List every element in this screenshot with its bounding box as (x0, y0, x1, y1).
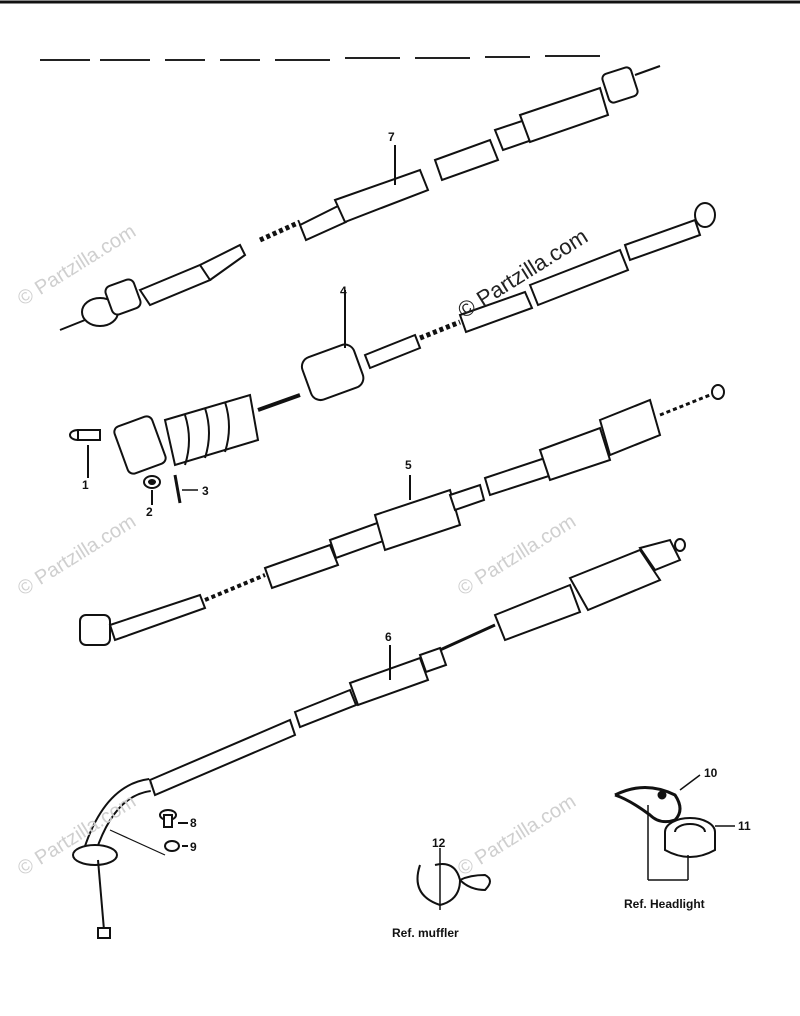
ref-headlight: Ref. Headlight (624, 897, 705, 911)
callout-7: 7 (388, 130, 395, 144)
callout-11: 11 (738, 819, 751, 833)
part-1-pin (69, 429, 101, 478)
callout-10: 10 (704, 766, 718, 780)
ref-muffler: Ref. muffler (392, 926, 459, 940)
cable-5 (79, 384, 725, 646)
callout-3: 3 (202, 484, 209, 498)
part-9-washer (109, 829, 188, 856)
cable-4 (113, 202, 716, 475)
dashed-top-line (40, 55, 600, 61)
callout-12: 12 (432, 836, 446, 850)
callout-9: 9 (190, 840, 197, 854)
part-8-screw (159, 809, 188, 828)
callout-1: 1 (82, 478, 89, 492)
callout-5: 5 (405, 458, 412, 472)
cable-6 (72, 538, 686, 939)
cable-7 (59, 65, 661, 331)
part-2-washer (143, 475, 161, 505)
part-11-grommet (648, 817, 735, 881)
part-12-spring (416, 848, 491, 910)
callout-2: 2 (146, 505, 153, 519)
callout-8: 8 (190, 816, 197, 830)
callout-4: 4 (340, 284, 347, 298)
callout-6: 6 (385, 630, 392, 644)
part-3-cotter-pin (173, 474, 198, 504)
